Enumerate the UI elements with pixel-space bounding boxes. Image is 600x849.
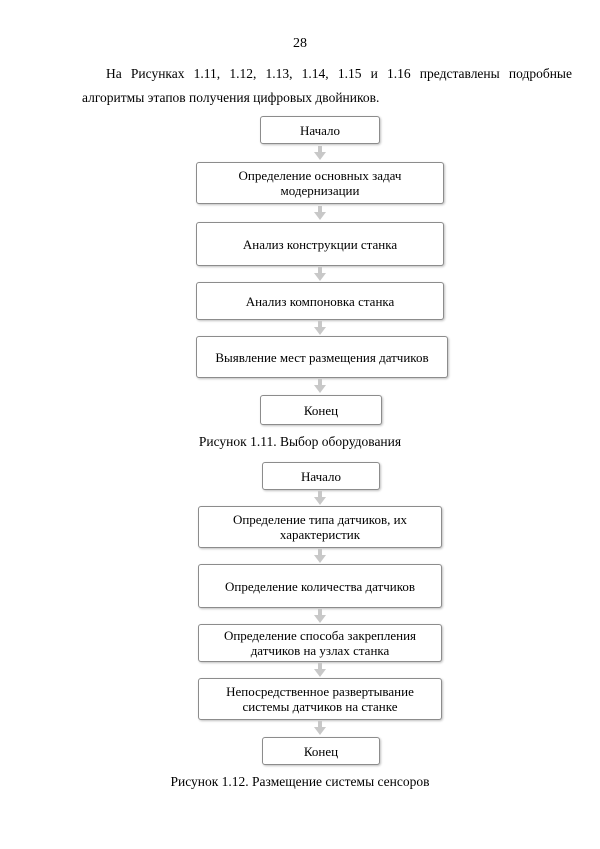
flow-step-sensor-types: Определение типа датчиков, их характерис…: [198, 506, 442, 548]
flow-step-sensor-count: Определение количества датчиков: [198, 564, 442, 608]
flow-step-end: Конец: [262, 737, 380, 765]
flow-step-start: Начало: [262, 462, 380, 490]
arrow-down-icon: [314, 721, 326, 735]
arrow-down-icon: [314, 321, 326, 335]
flow-step-start: Начало: [260, 116, 380, 144]
arrow-down-icon: [314, 267, 326, 281]
flow-step-define-tasks: Определение основных задач модернизации: [196, 162, 444, 204]
flow-step-sensor-placement: Выявление мест размещения датчиков: [196, 336, 448, 378]
arrow-down-icon: [314, 663, 326, 677]
flow-step-analyze-design: Анализ конструкции станка: [196, 222, 444, 266]
arrow-down-icon: [314, 609, 326, 623]
flow-step-deployment: Непосредственное развертывание системы д…: [198, 678, 442, 720]
arrow-down-icon: [314, 491, 326, 505]
flow-step-analyze-layout: Анализ компоновка станка: [196, 282, 444, 320]
page-number: 28: [293, 36, 307, 51]
flow-step-end: Конец: [260, 395, 382, 425]
arrow-down-icon: [314, 146, 326, 160]
figure-caption: Рисунок 1.11. Выбор оборудования: [198, 434, 402, 449]
arrow-down-icon: [314, 549, 326, 563]
arrow-down-icon: [314, 206, 326, 220]
intro-paragraph: На Рисунках 1.11, 1.12, 1.13, 1.14, 1.15…: [82, 66, 572, 105]
arrow-down-icon: [314, 379, 326, 393]
figure-caption: Рисунок 1.12. Размещение системы сенсоро…: [170, 774, 430, 789]
flow-step-mounting-method: Определение способа закрепления датчиков…: [198, 624, 442, 662]
